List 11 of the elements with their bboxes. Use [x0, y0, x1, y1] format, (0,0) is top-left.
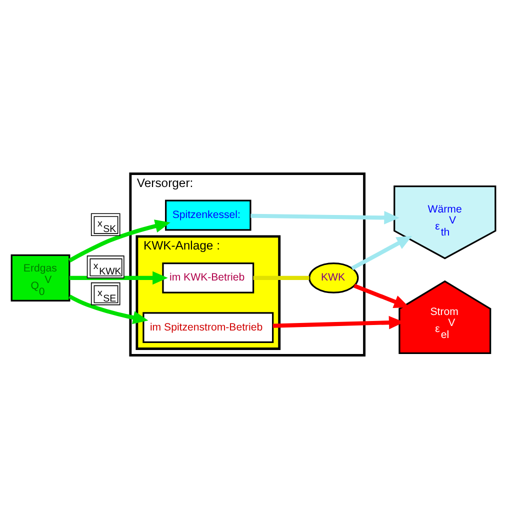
arrow: [68, 219, 170, 262]
node-box: Spitzenkessel:: [165, 199, 252, 230]
node-box: im KWK-Betrieb: [162, 262, 254, 293]
arrow: [69, 270, 168, 284]
arrow: [351, 235, 412, 270]
node-ellipse: KWK: [308, 262, 359, 293]
arrow: [354, 283, 410, 308]
arrow: [68, 294, 148, 324]
node-box: im Spitzenstrom-Betrieb: [142, 312, 274, 343]
arrow: [250, 210, 400, 224]
connector: [253, 275, 310, 280]
